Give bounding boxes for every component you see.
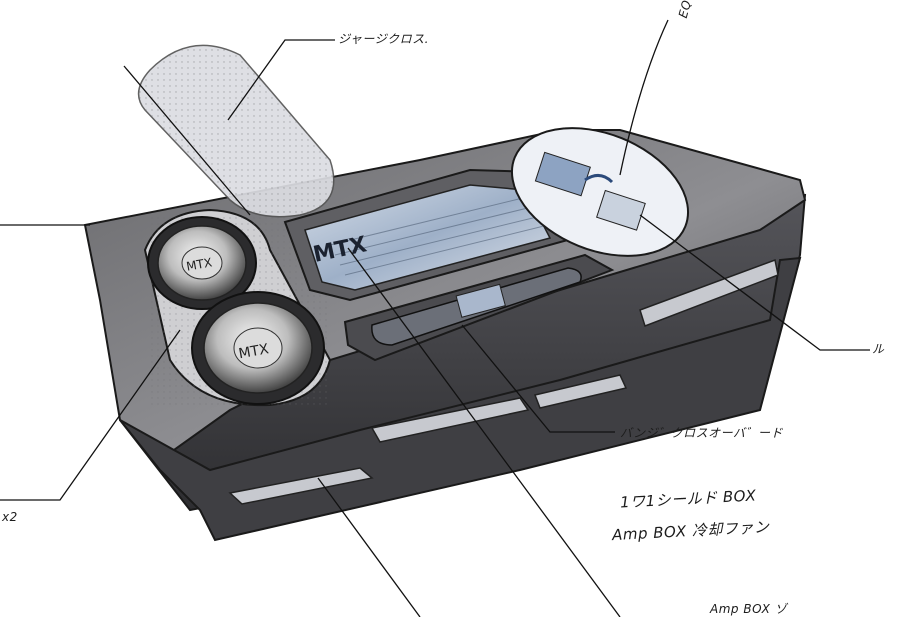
label-crossover-board: バンジ゛クロスオーバ゛ード xyxy=(620,426,783,440)
board-lower-lip xyxy=(119,256,802,542)
center-grille: MTX xyxy=(283,168,577,302)
front-pads xyxy=(228,258,779,505)
right-compartment xyxy=(510,127,690,257)
speaker-logo: MTX xyxy=(185,255,213,273)
label-speaker-count: x2 xyxy=(2,510,18,524)
leader-lines xyxy=(0,19,870,617)
note-amp-box-partial: Amp BOX ゾ xyxy=(710,602,788,616)
front-pad xyxy=(228,467,374,505)
speaker-logo: MTX xyxy=(237,341,270,362)
front-pad xyxy=(370,397,530,443)
speaker-top: MTX xyxy=(147,216,257,310)
speaker-bottom: MTX xyxy=(191,291,325,405)
overlay-pad xyxy=(137,44,335,218)
front-pad xyxy=(639,258,779,327)
label-right-callout: ル xyxy=(872,342,885,356)
label-jersey-cloth: ジャージクロス. xyxy=(338,32,429,46)
front-pad xyxy=(533,374,628,409)
